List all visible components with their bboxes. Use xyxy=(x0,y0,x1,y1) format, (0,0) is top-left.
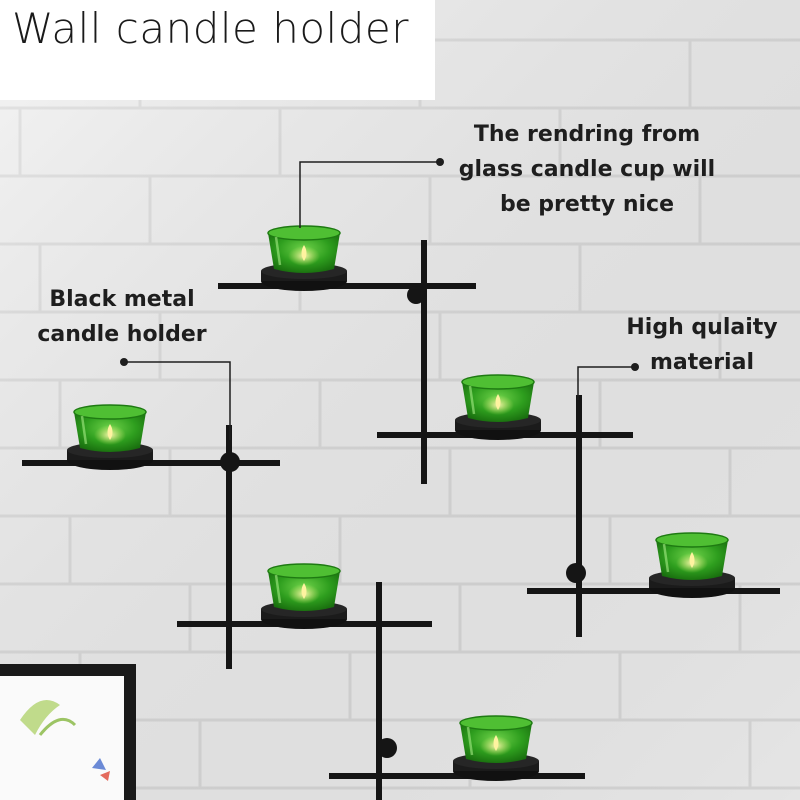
callout-line: Black metal xyxy=(49,287,195,312)
picture-frame xyxy=(0,664,136,800)
callout-line: High qulaity xyxy=(626,315,778,340)
callout-line: The rendring from xyxy=(473,122,701,147)
callout-dots xyxy=(120,158,639,371)
callout-glass-cup: The rendring from glass candle cup will … xyxy=(452,117,722,222)
page-title: Wall candle holder xyxy=(12,4,409,53)
callout-line: glass candle cup will xyxy=(458,157,716,182)
callout-line: be pretty nice xyxy=(499,192,675,217)
title-panel: Wall candle holder xyxy=(0,0,435,100)
callout-line: candle holder xyxy=(37,322,207,347)
callout-material: High qulaity material xyxy=(612,310,792,380)
callout-metal-holder: Black metal candle holder xyxy=(22,282,222,352)
callout-leader-lines xyxy=(124,161,635,440)
callout-line: material xyxy=(650,350,754,375)
